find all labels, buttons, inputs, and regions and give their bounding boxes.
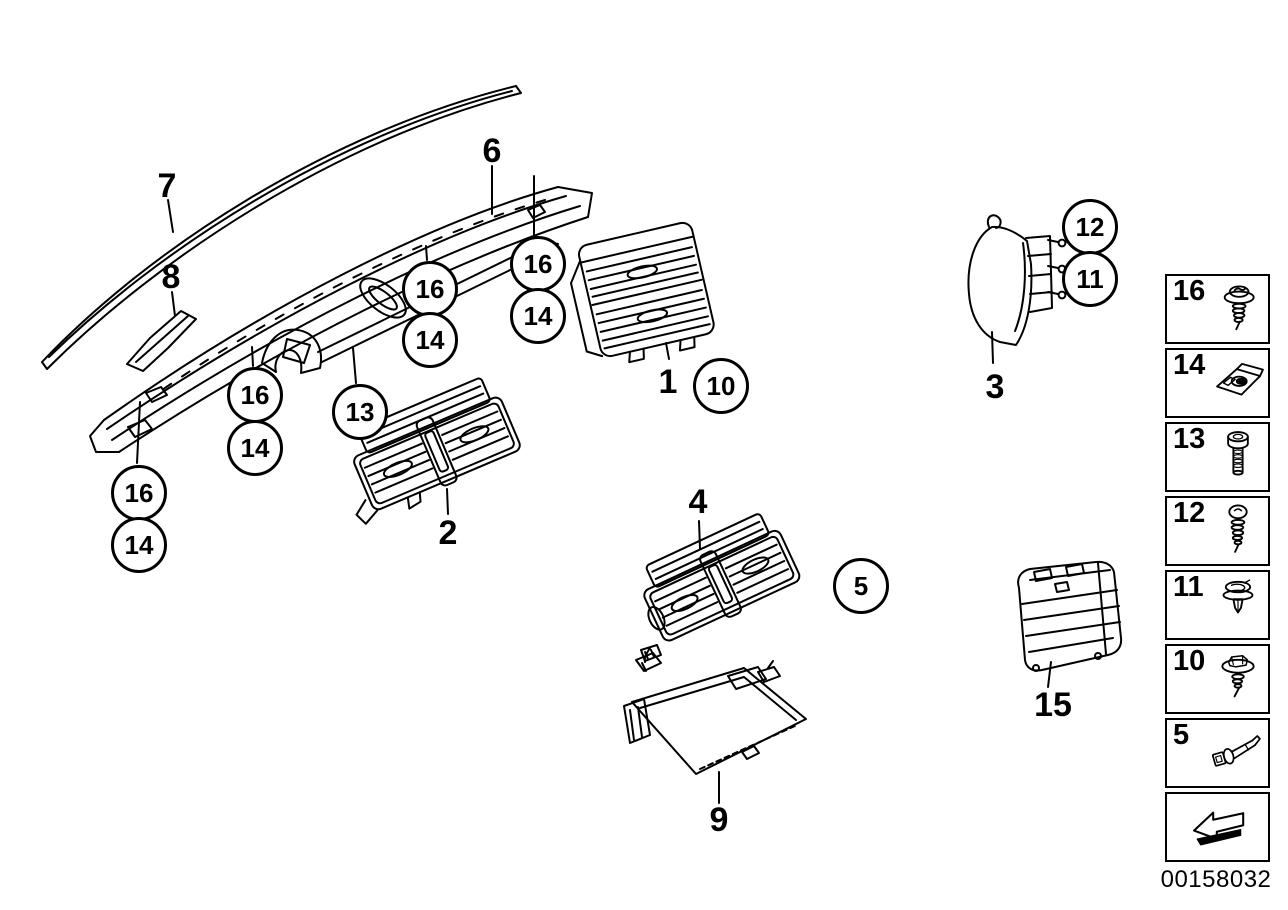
part-3-side-panel-drawing xyxy=(967,214,1074,346)
callout-circle-14: 14 xyxy=(111,517,167,573)
legend-item-10: 10 xyxy=(1165,644,1270,714)
legend-item-12: 12 xyxy=(1165,496,1270,566)
legend-item-number: 10 xyxy=(1173,645,1206,677)
callout-circle-13: 13 xyxy=(332,384,388,440)
part-4-rear-vent-drawing xyxy=(635,513,801,672)
callout-label-2: 2 xyxy=(438,514,458,552)
legend-item-16: 16 xyxy=(1165,274,1270,344)
callout-label-9: 9 xyxy=(709,801,729,839)
part-8-gasket-drawing xyxy=(126,310,197,372)
expansion-rivet-icon xyxy=(1222,579,1254,614)
part-7-windshield-trim-strip-drawing xyxy=(41,85,522,370)
legend-item-number: 14 xyxy=(1173,349,1206,381)
callout-circle-14: 14 xyxy=(227,420,283,476)
temperature-sensor-icon xyxy=(1210,734,1266,769)
cylinder-bolt-icon xyxy=(1227,431,1249,476)
hex-screw-icon xyxy=(1221,654,1255,698)
legend-item-5: 5 xyxy=(1165,718,1270,788)
part-9-air-duct-module-drawing xyxy=(623,644,807,775)
callout-circle-10: 10 xyxy=(693,358,749,414)
part-1-side-vent-drawing xyxy=(570,221,715,364)
callout-label-15: 15 xyxy=(1034,686,1072,724)
legend-item-number: 13 xyxy=(1173,423,1206,455)
callout-circle-14: 14 xyxy=(402,312,458,368)
callout-label-7: 7 xyxy=(157,167,177,205)
callout-label-1: 1 xyxy=(658,363,678,401)
legend-item-number: 12 xyxy=(1173,497,1206,529)
callout-circle-11: 11 xyxy=(1062,251,1118,307)
callout-circle-14: 14 xyxy=(510,288,566,344)
legend-item-11: 11 xyxy=(1165,570,1270,640)
callout-label-3: 3 xyxy=(985,368,1005,406)
legend-item-13: 13 xyxy=(1165,422,1270,492)
callout-label-4: 4 xyxy=(688,483,708,521)
callout-circle-16: 16 xyxy=(510,236,566,292)
leader-lines xyxy=(136,165,1052,804)
callout-label-6: 6 xyxy=(482,132,502,170)
legend-item-number: 16 xyxy=(1173,275,1206,307)
legend-item-14: 14 xyxy=(1165,348,1270,418)
callout-label-8: 8 xyxy=(161,258,181,296)
callout-circle-16: 16 xyxy=(111,465,167,521)
direction-arrow-icon xyxy=(1192,811,1244,847)
clip-nut-icon xyxy=(1216,362,1264,396)
callout-circle-5: 5 xyxy=(833,558,889,614)
callout-circle-12: 12 xyxy=(1062,199,1118,255)
torx-screw-icon xyxy=(1228,504,1248,553)
legend-item-arrow xyxy=(1165,792,1270,862)
diagram-part-number: 00158032 xyxy=(1160,866,1272,893)
legend-item-number: 5 xyxy=(1173,719,1190,751)
callout-circle-16: 16 xyxy=(227,367,283,423)
part-2-center-vent-drawing xyxy=(353,377,521,525)
callout-circle-16: 16 xyxy=(402,261,458,317)
screw-washer-icon xyxy=(1223,285,1255,331)
legend-item-number: 11 xyxy=(1173,571,1204,603)
part-15-control-module-drawing xyxy=(1017,560,1123,672)
